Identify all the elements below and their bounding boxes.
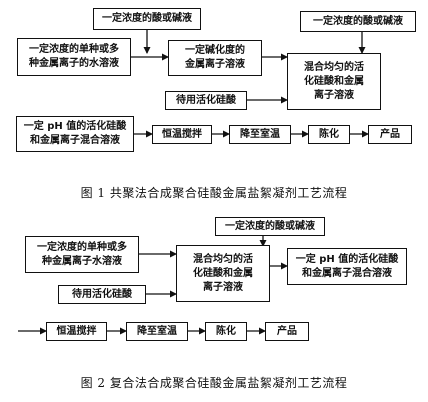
f1-mixed-solution-box: 混合均匀的活 化硅酸和金属 离子溶液 <box>287 53 381 110</box>
f1-activated-silicic-acid-box: 待用活化硅酸 <box>165 91 247 110</box>
f1-acid-base-top-box: 一定浓度的酸或碱液 <box>93 8 201 30</box>
f2-metal-salt-solution-box: 一定浓度的单种或多 种金属离子水溶液 <box>25 236 139 273</box>
f2-aging-box: 陈化 <box>205 322 247 341</box>
f2-product-box: 产品 <box>265 322 309 341</box>
f2-acid-base-box: 一定浓度的酸或碱液 <box>215 217 325 236</box>
f1-product-box: 产品 <box>368 125 412 144</box>
f1-acid-base-right-box: 一定浓度的酸或碱液 <box>300 11 416 32</box>
f2-activated-silicic-acid-box: 待用活化硅酸 <box>58 285 146 304</box>
f1-metal-salt-solution-box: 一定浓度的单种或多 种金属离子的水溶液 <box>17 38 131 76</box>
f1-stirring-box: 恒温搅拌 <box>152 125 212 144</box>
f1-ph-mixture-box: 一定 pH 值的活化硅酸 和金属离子混合溶液 <box>16 116 134 152</box>
figure1-caption: 图 1 共聚法合成聚合硅酸金属盐絮凝剂工艺流程 <box>80 186 348 200</box>
figure2-caption: 图 2 复合法合成聚合硅酸金属盐絮凝剂工艺流程 <box>80 376 348 390</box>
f2-stirring-box: 恒温搅拌 <box>46 322 107 341</box>
f2-mixed-solution-box: 混合均匀的活 化硅酸和金属 离子溶液 <box>176 245 270 302</box>
f1-basified-solution-box: 一定碱化度的 金属离子溶液 <box>168 40 262 76</box>
f1-aging-box: 陈化 <box>308 125 350 144</box>
f1-cooling-box: 降至室温 <box>229 125 291 144</box>
f2-ph-mixture-box: 一定 pH 值的活化硅酸 和金属离子混合溶液 <box>287 248 407 285</box>
f2-cooling-box: 降至室温 <box>126 322 188 341</box>
